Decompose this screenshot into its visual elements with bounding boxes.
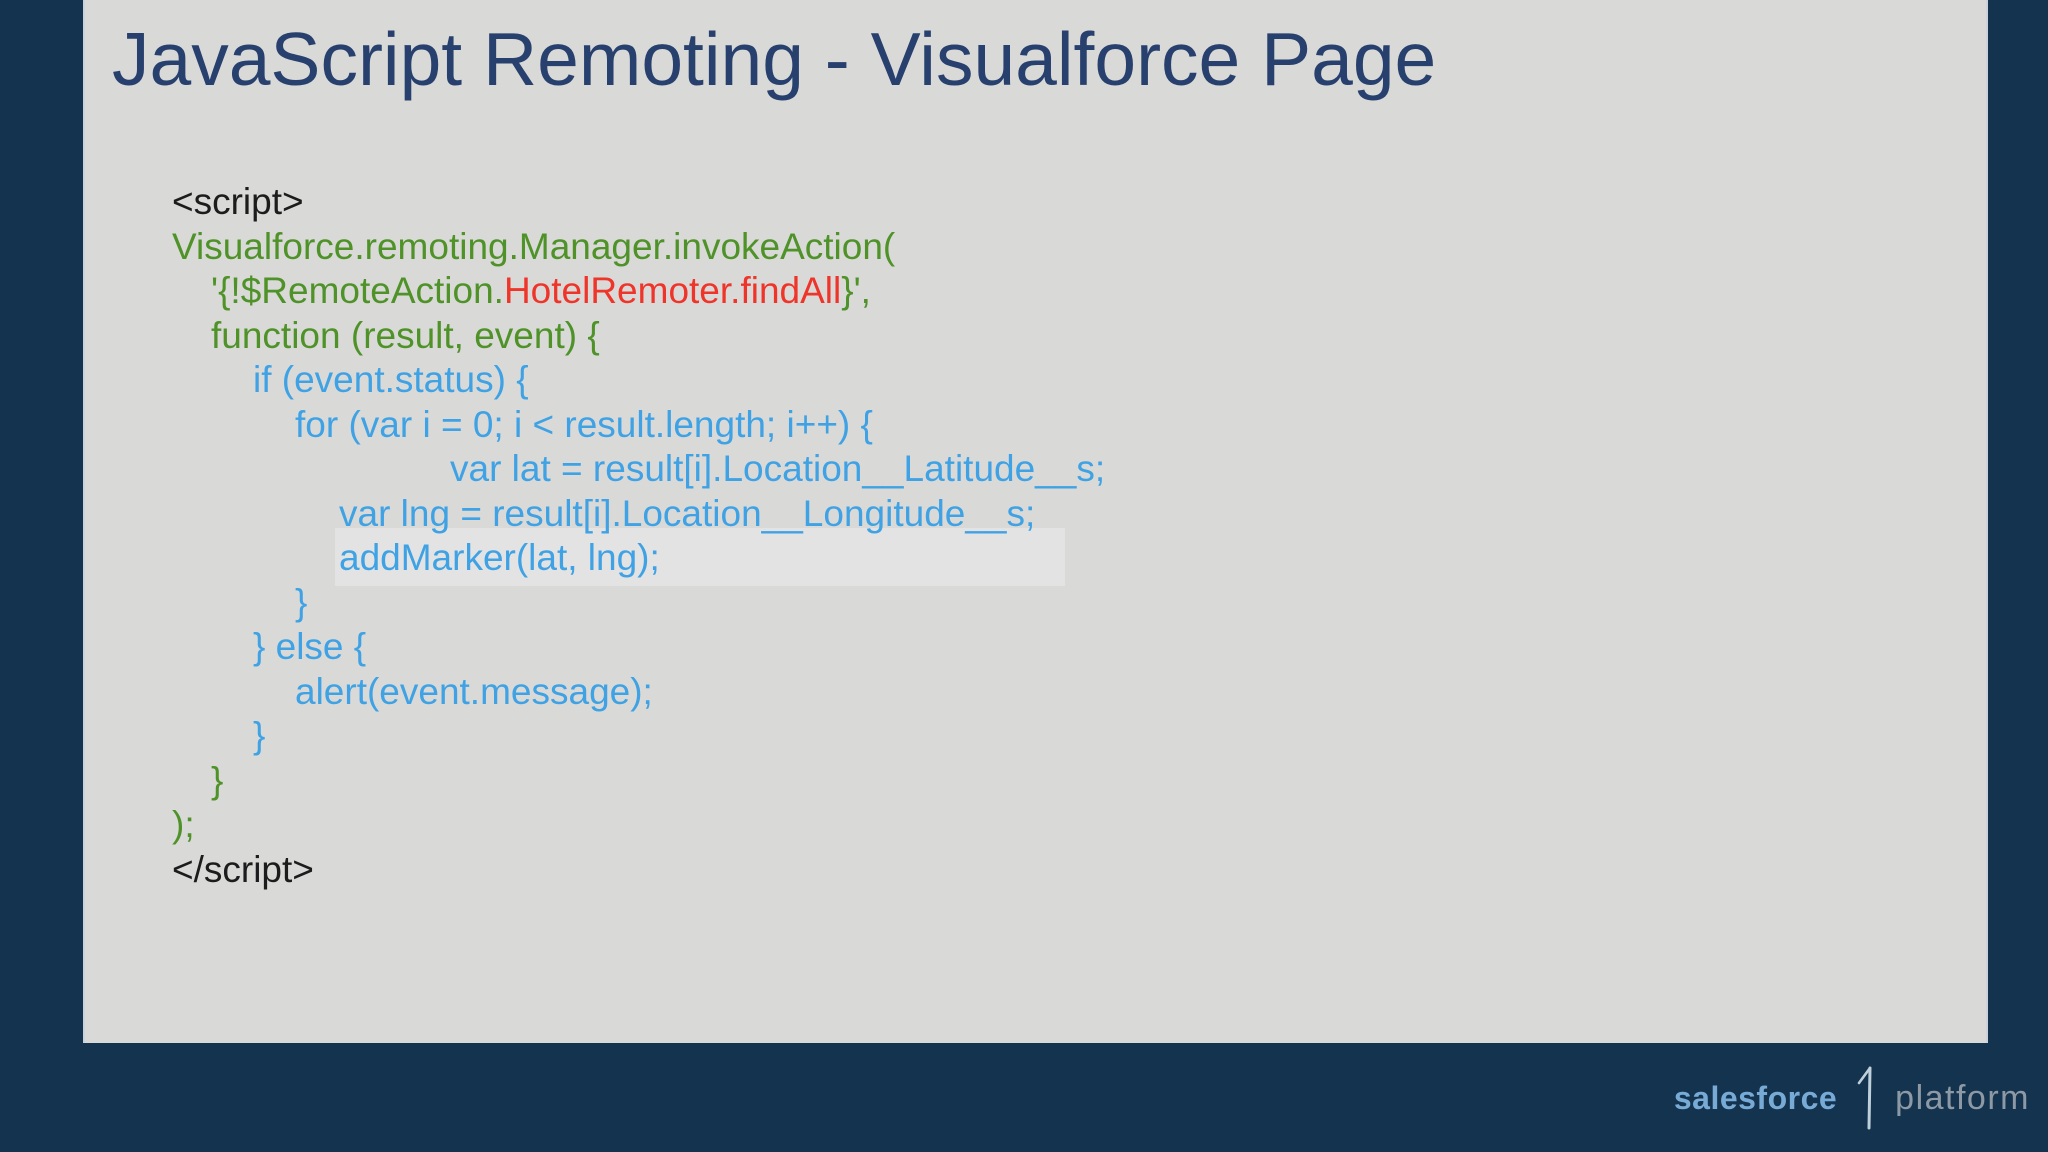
salesforce-wordmark: salesforce bbox=[1673, 1079, 1838, 1116]
code-line: alert(event.message); bbox=[295, 670, 1105, 715]
code-token: var lng = result[i].Location__Longitude_… bbox=[339, 492, 1036, 534]
code-line: var lat = result[i].Location__Latitude__… bbox=[450, 447, 1105, 492]
code-line: } bbox=[295, 581, 1105, 626]
slide-title: JavaScript Remoting - Visualforce Page bbox=[112, 17, 1437, 101]
code-token: if (event.status) { bbox=[253, 359, 529, 400]
code-token: for (var i = 0; i < result.length; i++) … bbox=[295, 403, 873, 445]
slide: JavaScript Remoting - Visualforce Page <… bbox=[83, 0, 1988, 1043]
code-token: alert(event.message); bbox=[295, 670, 653, 712]
code-line: function (result, event) { bbox=[211, 314, 1105, 359]
code-line: for (var i = 0; i < result.length; i++) … bbox=[295, 403, 1105, 448]
platform-wordmark: platform bbox=[1895, 1078, 2030, 1117]
footer-bar: salesforce platform bbox=[0, 1043, 2048, 1152]
code-token: </script> bbox=[172, 848, 314, 890]
salesforce-platform-logo: salesforce platform bbox=[1674, 1053, 2030, 1143]
code-line: <script> bbox=[172, 180, 1105, 225]
code-token: ); bbox=[172, 804, 195, 845]
code-token: } bbox=[253, 715, 266, 756]
code-line: } else { bbox=[253, 625, 1105, 670]
code-token: '{!$RemoteAction. bbox=[211, 270, 504, 311]
code-highlight-band bbox=[335, 528, 1065, 586]
code-line: </script> bbox=[172, 848, 1105, 893]
code-token: addMarker(lat, lng); bbox=[339, 537, 660, 578]
code-line: addMarker(lat, lng); bbox=[339, 536, 1105, 581]
code-token: var lat = result[i].Location__Latitude__… bbox=[450, 448, 1106, 489]
code-line: ); bbox=[172, 803, 1105, 848]
code-line: Visualforce.remoting.Manager.invokeActio… bbox=[172, 225, 1105, 270]
code-line: } bbox=[253, 714, 1105, 759]
code-block: <script>Visualforce.remoting.Manager.inv… bbox=[85, 180, 1105, 892]
code-token: } bbox=[295, 581, 308, 623]
code-line: '{!$RemoteAction.HotelRemoter.findAll}', bbox=[211, 269, 1105, 314]
code-token: <script> bbox=[172, 181, 304, 222]
salesforce1-one-icon bbox=[1857, 1066, 1872, 1130]
code-line: if (event.status) { bbox=[253, 358, 1105, 403]
code-token: }', bbox=[841, 270, 871, 311]
code-token: } bbox=[211, 759, 224, 801]
code-token: HotelRemoter.findAll bbox=[503, 270, 842, 311]
code-token: Visualforce.remoting.Manager.invokeActio… bbox=[172, 225, 896, 267]
code-line: } bbox=[211, 759, 1105, 804]
code-line: var lng = result[i].Location__Longitude_… bbox=[339, 492, 1105, 537]
code-token: } else { bbox=[253, 626, 367, 667]
code-token: function (result, event) { bbox=[211, 314, 600, 356]
